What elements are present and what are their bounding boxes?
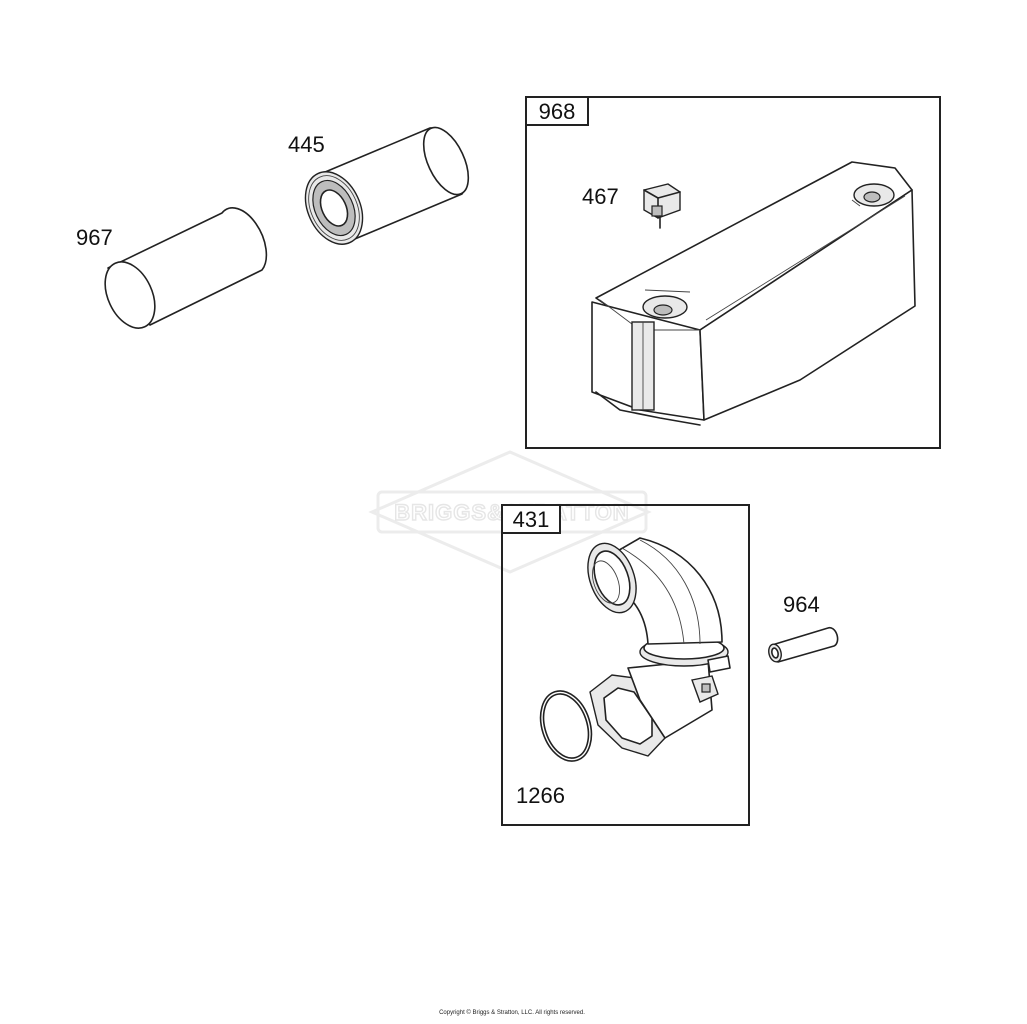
part-445-air-filter[interactable] bbox=[294, 121, 477, 254]
part-1266-o-ring[interactable] bbox=[532, 684, 600, 767]
part-label-1266: 1266 bbox=[516, 783, 565, 808]
part-label-467: 467 bbox=[582, 184, 619, 209]
part-967-pre-filter[interactable] bbox=[95, 207, 268, 336]
part-label-445: 445 bbox=[288, 132, 325, 157]
part-label-967: 967 bbox=[76, 225, 113, 250]
copyright-notice: Copyright © Briggs & Stratton, LLC. All … bbox=[439, 1009, 585, 1016]
air-cleaner-cover[interactable] bbox=[591, 161, 916, 426]
part-467-knob[interactable] bbox=[643, 183, 681, 229]
group-label-431: 431 bbox=[513, 507, 550, 532]
group-box-431 bbox=[501, 504, 750, 826]
group-box-968 bbox=[525, 96, 941, 449]
group-tag-968 bbox=[525, 96, 589, 126]
group-tag-431 bbox=[501, 504, 561, 534]
group-label-968: 968 bbox=[539, 99, 576, 124]
part-431-intake-elbow[interactable] bbox=[579, 537, 731, 757]
part-964-hose[interactable] bbox=[767, 626, 839, 664]
part-label-964: 964 bbox=[783, 592, 820, 617]
